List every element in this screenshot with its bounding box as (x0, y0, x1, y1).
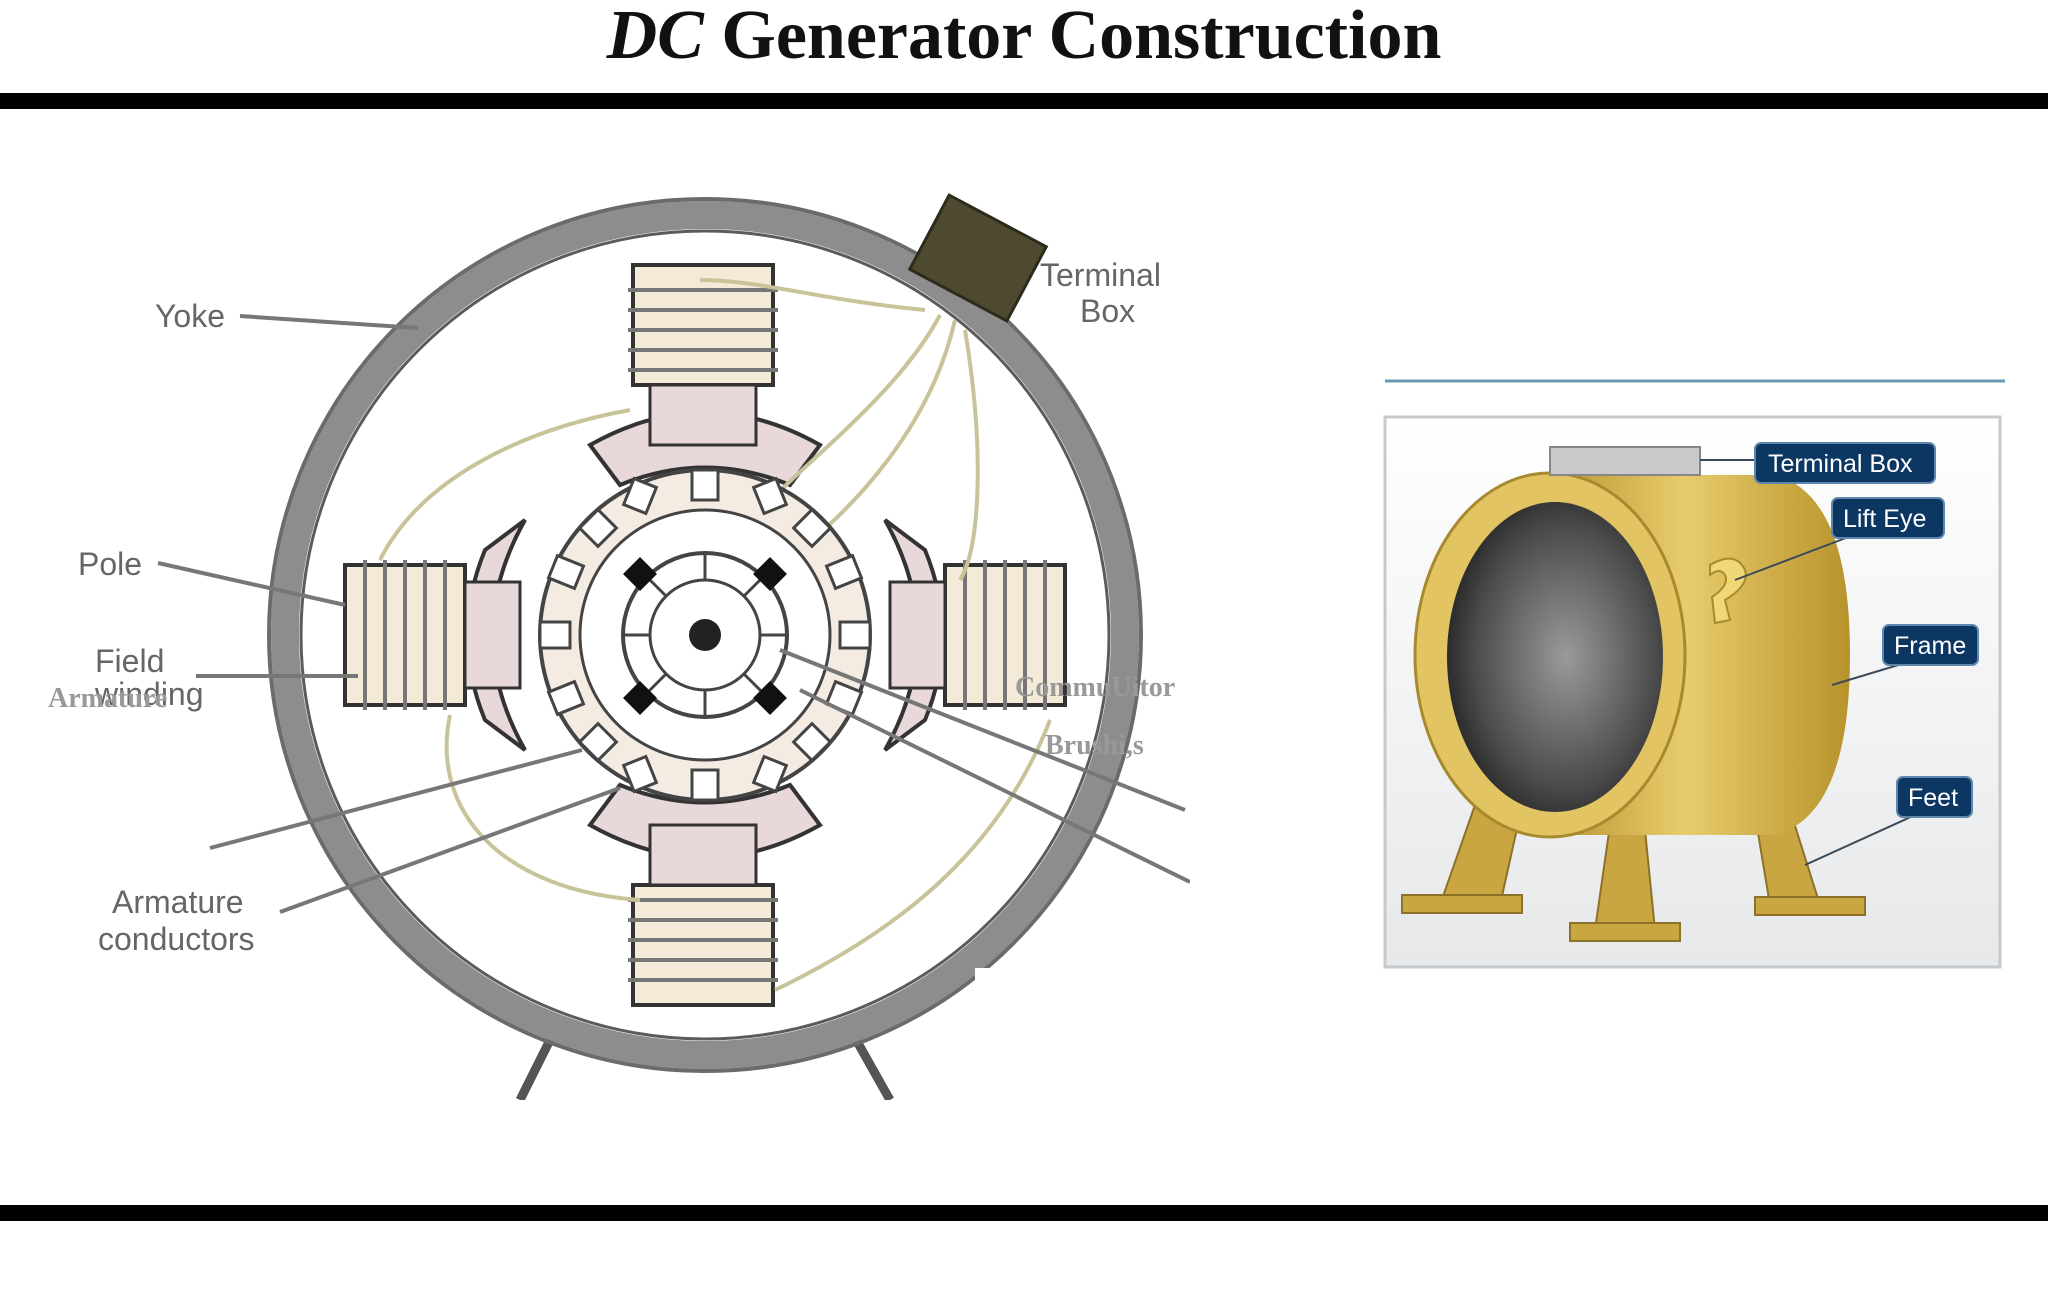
yoke-ring-outer-edge (267, 197, 1143, 1073)
frame-bore (1447, 502, 1663, 812)
frame-terminal-box (1549, 446, 1701, 476)
label-armature-conductors-line1: Armature (112, 884, 244, 920)
commutator-segments (623, 553, 787, 717)
label-terminal-box-line2: Box (1080, 293, 1135, 329)
tag-terminal-box (1754, 442, 1936, 484)
label-field-winding-line1: Field (95, 643, 164, 679)
tag-terminal-box-text: Terminal Box (1768, 450, 1913, 478)
bottom-rule (0, 1205, 2048, 1221)
pole-left (343, 518, 527, 752)
yoke-ring-inner-edge (299, 229, 1111, 1041)
tag-feet-text: Feet (1908, 784, 1958, 812)
label-brushes: Brushi,s (1045, 730, 1144, 761)
tag-frame-text: Frame (1894, 632, 1966, 660)
top-rule (0, 93, 2048, 109)
tag-lift-eye (1831, 497, 1945, 539)
label-yoke: Yoke (155, 298, 225, 334)
tag-lift-eye-text: Lift Eye (1843, 505, 1926, 533)
label-pole: Pole (78, 546, 142, 582)
frame-lift-eye (1709, 557, 1747, 625)
label-armature-conductors-line2: conductors (98, 921, 255, 957)
leader-lines (157, 314, 1191, 914)
label-commutator: CommuUitor (1015, 672, 1175, 703)
page-title: DC Generator Construction (0, 0, 2048, 78)
title-rest: Generator Construction (703, 0, 1442, 74)
diagram-crop-mask (975, 968, 1200, 1100)
dc-generator-cross-section: Yoke Terminal Box Pole Field winding Arm… (48, 130, 1200, 1100)
tag-frame (1882, 624, 1979, 666)
winding-wires (378, 278, 1052, 992)
label-terminal-box-line1: Terminal (1040, 257, 1161, 293)
diagram-crop-mask-right (1190, 130, 1200, 1100)
title-italic: DC (606, 0, 704, 74)
label-armature-overlay: Armature (48, 683, 167, 714)
dc-generator-frame-photo: Terminal Box Lift Eye Frame Feet (1383, 379, 2005, 969)
pole-bottom (587, 782, 823, 1007)
tag-feet (1896, 776, 1973, 818)
terminal-box-shape (907, 193, 1049, 323)
label-field-winding-line2: winding (94, 676, 204, 712)
pole-right (883, 518, 1067, 752)
pole-top (587, 263, 823, 488)
shaft (689, 619, 721, 651)
brushes (623, 557, 787, 715)
